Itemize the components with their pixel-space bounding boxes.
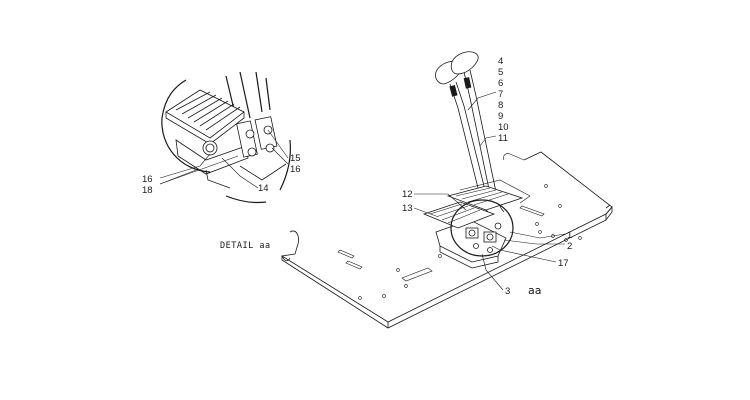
callout-17: 17 [558,258,569,269]
detail-circle-aa [450,199,514,257]
callout-12: 12 [402,189,413,200]
detail-label: DETAIL aa [220,241,271,251]
leader-lines [159,91,566,291]
callout-labels: 4 5 6 7 8 9 10 11 12 13 1 2 17 3 aa 15 1… [142,56,572,297]
callout-5: 5 [498,67,503,78]
treadle-pedal-front [422,201,496,229]
callout-8: 8 [498,100,503,111]
callout-13: 13 [402,203,413,214]
callout-9: 9 [498,111,503,122]
detail-treadle [165,89,245,139]
callout-6: 6 [498,78,503,89]
callout-4: 4 [498,56,503,67]
view-marker-aa: aa [528,284,541,297]
callout-7: 7 [498,89,503,100]
callout-14: 14 [258,183,269,194]
treadle-pedal-rear [446,185,524,211]
callout-10: 10 [498,122,509,133]
callout-18: 18 [142,185,153,196]
callout-1: 1 [567,230,572,241]
callout-16-left: 16 [142,174,153,185]
callout-3: 3 [505,286,510,297]
lever-knob-right [450,51,479,75]
callout-15: 15 [290,153,301,164]
pedal-housing [422,185,524,269]
floor-plate [280,151,613,329]
callout-2: 2 [567,241,572,252]
detail-aa-inset [161,71,291,204]
callout-16-right: 16 [290,164,301,175]
callout-11: 11 [498,133,508,144]
